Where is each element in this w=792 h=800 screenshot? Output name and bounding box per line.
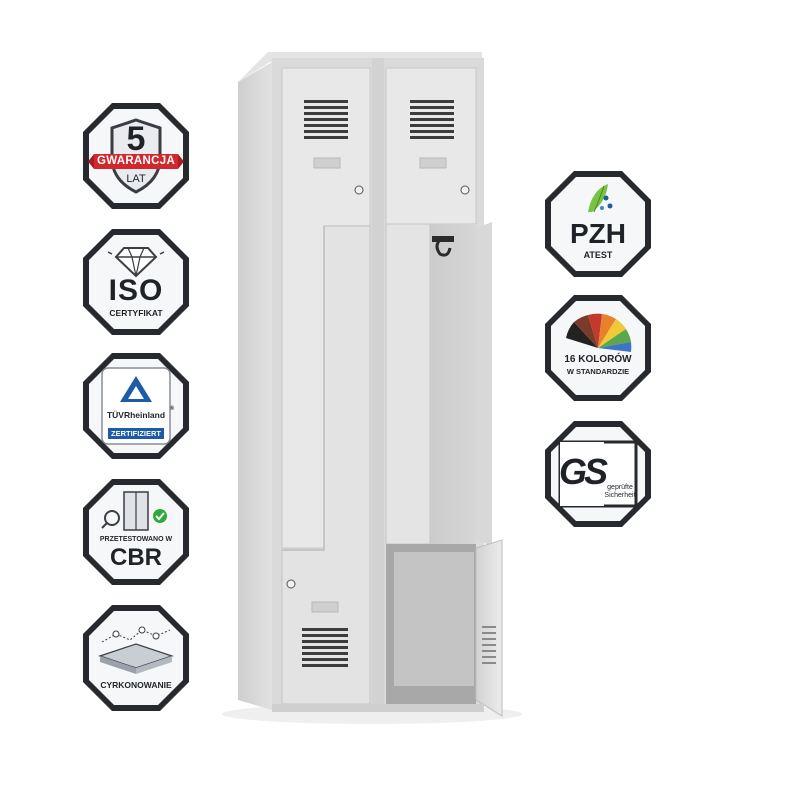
warranty-number: 5 [126,120,146,158]
locker-test-icon [101,491,167,531]
badge-zirconium: CYRKONOWANIE [80,602,192,714]
badge-pzh: PZH ATEST [542,168,654,280]
badge-frame [545,171,651,277]
gs-line2: Sicherheit [604,492,636,499]
iso-label: CERTYFIKAT [109,308,163,318]
gs-line1: geprüfte [607,484,633,491]
dna-leaf-icon [588,184,613,213]
cbr-title: CBR [110,544,162,571]
pzh-title: PZH [570,218,626,249]
badge-warranty: 5 GWARANCJA LAT [80,100,192,212]
pzh-label: ATEST [583,250,613,260]
zirconium-coating-icon [98,626,174,674]
badge-tuv: TÜVRheinland ® ZERTIFIZIERT [80,350,192,462]
badge-colors: 16 KOLORÓW W STANDARDZIE [542,292,654,404]
tuv-registered: ® [169,406,175,412]
iso-title: ISO [108,274,164,307]
tuv-label: ZERTIFIZIERT [111,429,161,438]
badge-cbr: PRZETESTOWANO W CBR [80,476,192,588]
warranty-label: LAT [126,173,146,185]
gs-logo: GS [558,451,608,492]
zirconium-label: CYRKONOWANIE [100,680,172,690]
badge-frame [83,229,189,335]
cbr-caption: PRZETESTOWANO W [99,536,173,543]
badge-gs: GS geprüfte Sicherheit [542,418,654,530]
colors-line1: 16 KOLORÓW [564,354,632,365]
warranty-ribbon-text: GWARANCJA [96,155,176,167]
tuv-triangle-icon [108,376,164,439]
badge-iso: ISO CERTYFIKAT [80,226,192,338]
warranty-shield-icon [88,154,184,169]
gs-mark-icon [560,442,604,506]
badge-frame [83,479,189,585]
color-palette-icon [566,313,632,352]
tuv-brand: TÜVRheinland [106,410,166,420]
colors-line2: W STANDARDZIE [566,367,630,376]
diamond-icon [107,247,165,278]
